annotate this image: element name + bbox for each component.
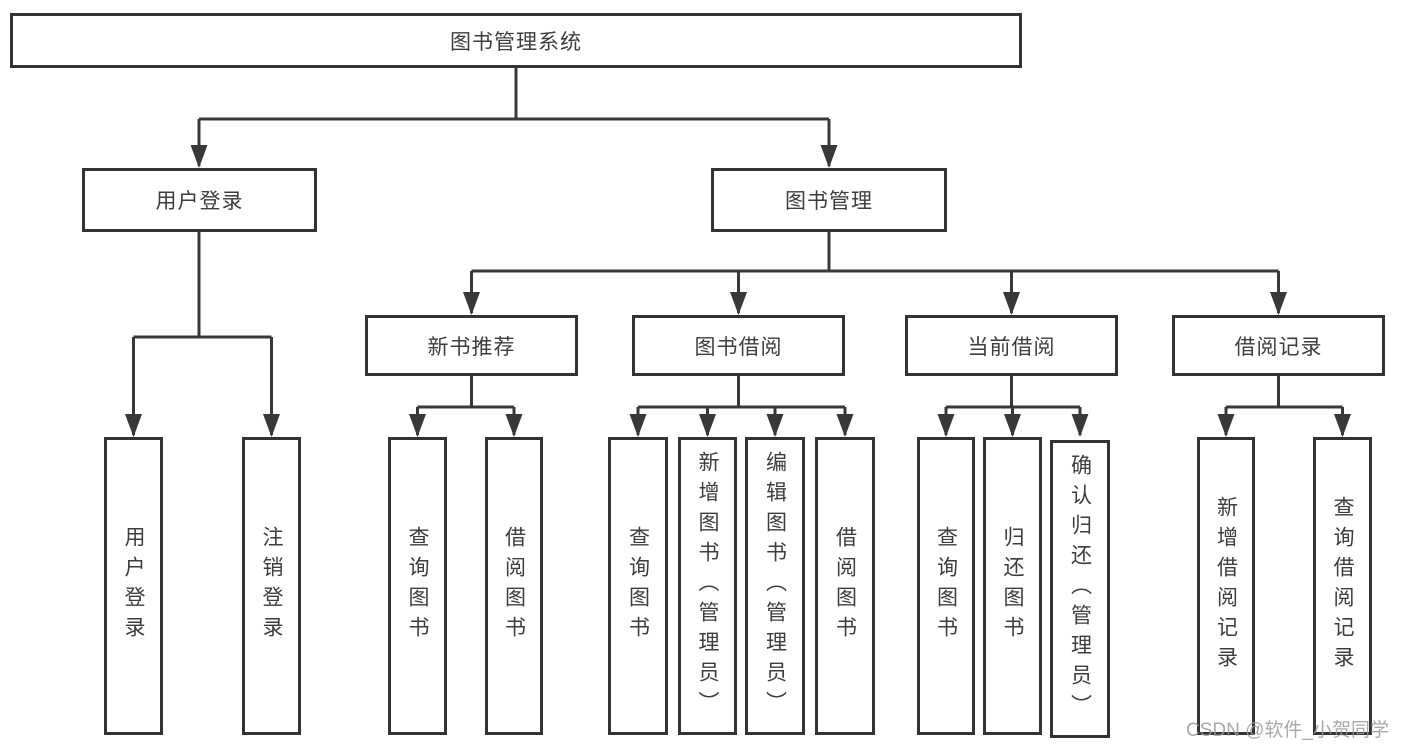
- arrowhead: [505, 414, 523, 437]
- arrowhead: [699, 414, 716, 437]
- leaf-logout-login: 注销登录: [242, 437, 301, 735]
- arrowhead: [1003, 292, 1020, 315]
- node-borrow-records: 借阅记录: [1172, 315, 1385, 376]
- leaf-label: 查询借阅记录: [1331, 496, 1354, 676]
- watermark: CSDN @软件_小贺同学: [1186, 720, 1389, 741]
- leaf-confirm-return-admin: 确认归还（管理员）: [1050, 440, 1110, 738]
- arrowhead: [409, 414, 426, 437]
- node-new-book-recommend: 新书推荐: [365, 315, 578, 376]
- arrowhead: [766, 414, 784, 437]
- arrowhead: [730, 292, 747, 315]
- arrowhead: [1217, 414, 1235, 437]
- connector-new-book-recommend: [409, 375, 523, 437]
- arrowhead: [190, 145, 208, 168]
- leaf-label: 借阅图书: [502, 526, 526, 646]
- arrowhead: [263, 414, 280, 437]
- leaf-label: 注销登录: [260, 526, 283, 646]
- leaf-query-book-borrow: 查询图书: [608, 437, 668, 735]
- node-book-management: 图书管理: [711, 168, 947, 232]
- leaf-query-book-current: 查询图书: [917, 437, 975, 735]
- arrowhead: [629, 414, 647, 437]
- leaf-edit-book-admin: 编辑图书（管理员）: [745, 437, 805, 735]
- leaf-user-login: 用户登录: [104, 437, 163, 735]
- connector-root: [190, 68, 838, 168]
- arrowhead: [937, 414, 955, 437]
- leaf-label: 借阅图书: [833, 526, 857, 646]
- leaf-query-borrow-record: 查询借阅记录: [1313, 437, 1372, 735]
- arrowhead: [463, 292, 480, 315]
- leaf-label: 用户登录: [122, 526, 145, 646]
- leaf-label: 查询图书: [406, 526, 429, 646]
- node-book-borrow: 图书借阅: [632, 315, 845, 376]
- arrowhead: [1334, 414, 1351, 437]
- connector-book-borrow: [629, 375, 854, 437]
- arrowhead: [1004, 414, 1021, 437]
- leaf-add-book-admin: 新增图书（管理员）: [678, 437, 737, 735]
- connector-book-management: [463, 232, 1287, 315]
- arrowhead: [820, 145, 838, 168]
- node-current-borrow: 当前借阅: [905, 315, 1118, 376]
- connector-borrow-records: [1217, 375, 1351, 437]
- leaf-label: 查询图书: [626, 526, 650, 646]
- leaf-label: 归还图书: [1001, 526, 1024, 646]
- leaf-return-book: 归还图书: [983, 437, 1042, 735]
- arrowhead: [1071, 414, 1089, 437]
- leaf-borrow-book: 借阅图书: [815, 437, 875, 735]
- leaf-borrow-book-recommend: 借阅图书: [485, 437, 543, 735]
- leaf-query-book-recommend: 查询图书: [388, 437, 447, 735]
- leaf-label: 新增图书（管理员）: [696, 451, 719, 721]
- arrowhead: [836, 414, 854, 437]
- leaf-label: 新增借阅记录: [1214, 496, 1238, 676]
- leaf-label: 编辑图书（管理员）: [763, 451, 787, 721]
- arrowhead: [125, 414, 142, 437]
- arrowhead: [1270, 292, 1287, 315]
- node-user-login: 用户登录: [82, 168, 317, 232]
- node-root: 图书管理系统: [10, 13, 1022, 68]
- connector-current-borrow: [937, 375, 1089, 437]
- leaf-label: 查询图书: [934, 526, 958, 646]
- leaf-label: 确认归还（管理员）: [1068, 454, 1092, 724]
- leaf-add-borrow-record: 新增借阅记录: [1197, 437, 1255, 735]
- connector-user-login: [125, 232, 280, 437]
